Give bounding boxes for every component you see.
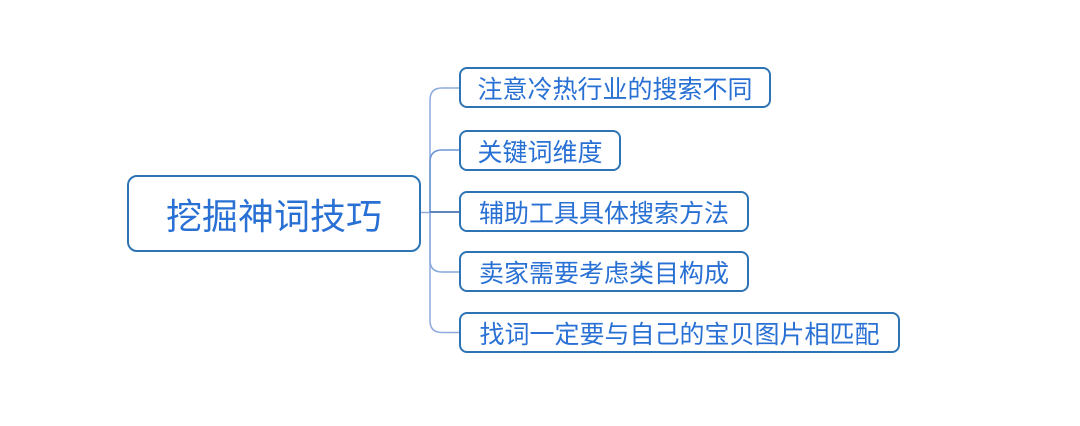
mindmap-child-node-2[interactable]: 关键词维度 (459, 130, 621, 171)
connector-branch-2 (429, 149, 459, 213)
mindmap-root-node[interactable]: 挖掘神词技巧 (127, 175, 421, 252)
child-node-label: 辅助工具具体搜索方法 (478, 199, 729, 228)
child-node-label: 卖家需要考虑类目构成 (478, 259, 729, 288)
mindmap-child-node-4[interactable]: 卖家需要考虑类目构成 (459, 251, 749, 292)
connector-branch-4 (429, 212, 459, 273)
mindmap-child-node-3[interactable]: 辅助工具具体搜索方法 (459, 191, 749, 232)
connector-branch-1 (429, 87, 459, 213)
mindmap-child-node-1[interactable]: 注意冷热行业的搜索不同 (459, 67, 771, 108)
connector-branch-5 (429, 212, 459, 334)
child-node-label: 关键词维度 (477, 138, 603, 167)
child-node-label: 注意冷热行业的搜索不同 (477, 75, 753, 104)
mindmap-child-node-5[interactable]: 找词一定要与自己的宝贝图片相匹配 (459, 312, 900, 353)
root-node-label: 挖掘神词技巧 (165, 195, 382, 237)
child-node-label: 找词一定要与自己的宝贝图片相匹配 (479, 320, 880, 349)
